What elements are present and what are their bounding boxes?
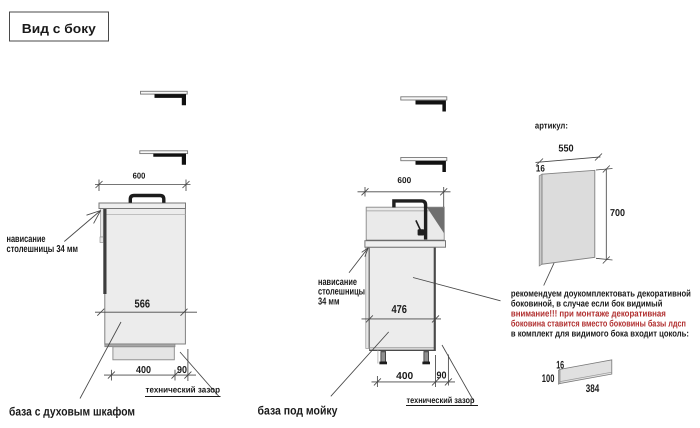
svg-text:600: 600 (397, 175, 411, 185)
svg-text:столешницы 34 мм: столешницы 34 мм (7, 244, 79, 255)
svg-text:столешницы: столешницы (318, 287, 365, 298)
svg-text:артикул:: артикул: (535, 120, 568, 130)
svg-text:384: 384 (586, 383, 600, 395)
svg-text:база под мойку: база под мойку (258, 403, 338, 417)
svg-text:400: 400 (396, 371, 413, 382)
svg-text:технический зазор: технический зазор (407, 395, 475, 405)
svg-text:боковина ставится вместо боков: боковина ставится вместо боковины базы л… (511, 319, 686, 329)
svg-text:400: 400 (136, 365, 151, 376)
svg-text:90: 90 (177, 365, 187, 376)
svg-text:нависание: нависание (318, 277, 357, 288)
svg-text:16: 16 (536, 164, 545, 175)
svg-text:550: 550 (558, 144, 574, 155)
svg-text:16: 16 (556, 360, 564, 372)
svg-text:566: 566 (135, 298, 151, 310)
svg-text:476: 476 (391, 304, 407, 316)
svg-text:Вид с боку: Вид с боку (22, 21, 97, 36)
svg-text:600: 600 (133, 171, 146, 181)
svg-text:рекомендуем доукомплектовать д: рекомендуем доукомплектовать декоративно… (511, 289, 691, 299)
svg-text:технический зазор: технический зазор (146, 385, 221, 395)
svg-text:90: 90 (437, 371, 447, 382)
svg-text:100: 100 (542, 373, 555, 385)
svg-text:база с духовым шкафом: база с духовым шкафом (9, 404, 135, 418)
svg-text:боковиной, в случае если бок в: боковиной, в случае если бок видимый (511, 299, 663, 309)
svg-text:в комплект для видимого бока в: в комплект для видимого бока входит цоко… (511, 329, 689, 339)
svg-text:внимание!!! при монтаже декора: внимание!!! при монтаже декоративная (511, 309, 666, 319)
svg-text:нависание: нависание (7, 234, 46, 245)
svg-text:34 мм: 34 мм (318, 297, 340, 308)
svg-text:700: 700 (610, 208, 625, 219)
